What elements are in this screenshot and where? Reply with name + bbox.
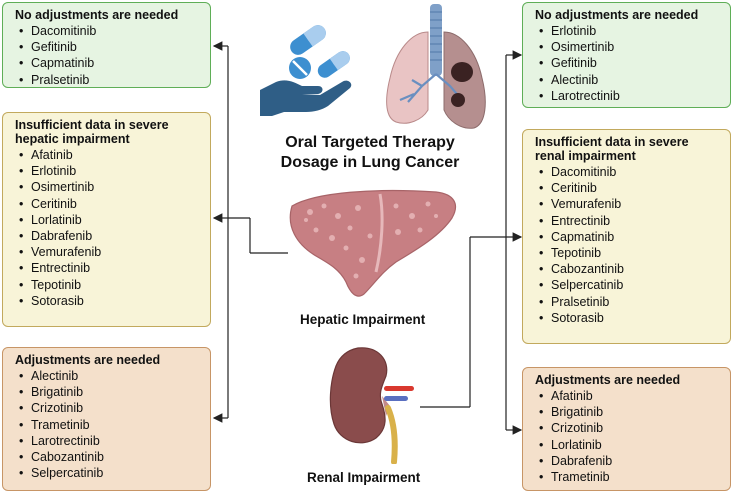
lungs-icon <box>386 4 486 129</box>
title-line-1: Oral Targeted Therapy <box>285 134 455 151</box>
drug-item: Selpercatinib <box>19 465 202 481</box>
hand-pills-icon <box>260 25 352 116</box>
renal-adjust-box: Adjustments are needed AfatinibBrigatini… <box>522 367 731 491</box>
drug-item: Osimertinib <box>539 39 722 55</box>
drug-item: Erlotinib <box>539 23 722 39</box>
drug-item: Trametinib <box>19 417 202 433</box>
drug-item: Tepotinib <box>539 245 722 261</box>
figure-title: Oral Targeted Therapy Dosage in Lung Can… <box>258 133 482 173</box>
drug-item: Selpercatinib <box>539 277 722 293</box>
drug-item: Afatinib <box>539 388 722 404</box>
drug-item: Vemurafenib <box>19 244 202 260</box>
drug-item: Larotrectinib <box>19 433 202 449</box>
liver-icon <box>289 189 457 297</box>
renal-no-adjust-box: No adjustments are needed ErlotinibOsime… <box>522 2 731 108</box>
drug-item: Gefitinib <box>19 39 202 55</box>
drug-item: Dabrafenib <box>19 228 202 244</box>
drug-item: Vemurafenib <box>539 196 722 212</box>
drug-list: AlectinibBrigatinibCrizotinibTrametinibL… <box>15 368 202 482</box>
drug-item: Larotrectinib <box>539 88 722 104</box>
drug-list: AfatinibBrigatinibCrizotinibLorlatinibDa… <box>535 388 722 485</box>
drug-item: Tepotinib <box>19 277 202 293</box>
kidney-icon <box>329 347 414 464</box>
drug-item: Sotorasib <box>539 310 722 326</box>
box-heading: No adjustments are needed <box>535 8 699 22</box>
drug-item: Sotorasib <box>19 293 202 309</box>
title-line-2: Dosage in Lung Cancer <box>280 154 460 171</box>
drug-item: Crizotinib <box>19 400 202 416</box>
drug-item: Pralsetinib <box>539 294 722 310</box>
drug-item: Entrectinib <box>19 260 202 276</box>
hepatic-adjust-box: Adjustments are needed AlectinibBrigatin… <box>2 347 211 491</box>
drug-item: Cabozantinib <box>19 449 202 465</box>
drug-item: Alectinib <box>539 72 722 88</box>
drug-item: Brigatinib <box>539 404 722 420</box>
drug-item: Osimertinib <box>19 179 202 195</box>
box-heading: No adjustments are needed <box>15 8 179 22</box>
drug-item: Lorlatinib <box>19 212 202 228</box>
drug-item: Gefitinib <box>539 55 722 71</box>
box-heading: Adjustments are needed <box>535 373 681 387</box>
drug-list: DacomitinibGefitinibCapmatinibPralsetini… <box>15 23 202 88</box>
renal-impairment-label: Renal Impairment <box>307 470 421 485</box>
drug-list: ErlotinibOsimertinibGefitinibAlectinibLa… <box>535 23 722 104</box>
drug-item: Dacomitinib <box>19 23 202 39</box>
hepatic-no-adjust-box: No adjustments are needed DacomitinibGef… <box>2 2 211 88</box>
drug-item: Brigatinib <box>19 384 202 400</box>
drug-item: Entrectinib <box>539 213 722 229</box>
drug-item: Dabrafenib <box>539 453 722 469</box>
drug-item: Pralsetinib <box>19 72 202 88</box>
drug-item: Dacomitinib <box>539 164 722 180</box>
drug-item: Alectinib <box>19 368 202 384</box>
drug-item: Lorlatinib <box>539 437 722 453</box>
drug-item: Capmatinib <box>19 55 202 71</box>
drug-item: Capmatinib <box>539 229 722 245</box>
drug-item: Cabozantinib <box>539 261 722 277</box>
drug-item: Crizotinib <box>539 420 722 436</box>
box-heading: Adjustments are needed <box>15 353 161 367</box>
drug-item: Erlotinib <box>19 163 202 179</box>
drug-list: DacomitinibCeritinibVemurafenibEntrectin… <box>535 164 722 326</box>
drug-item: Ceritinib <box>19 196 202 212</box>
drug-item: Afatinib <box>19 147 202 163</box>
drug-list: AfatinibErlotinibOsimertinibCeritinibLor… <box>15 147 202 309</box>
drug-item: Ceritinib <box>539 180 722 196</box>
drug-item: Trametinib <box>539 469 722 485</box>
hepatic-impairment-label: Hepatic Impairment <box>300 312 426 327</box>
